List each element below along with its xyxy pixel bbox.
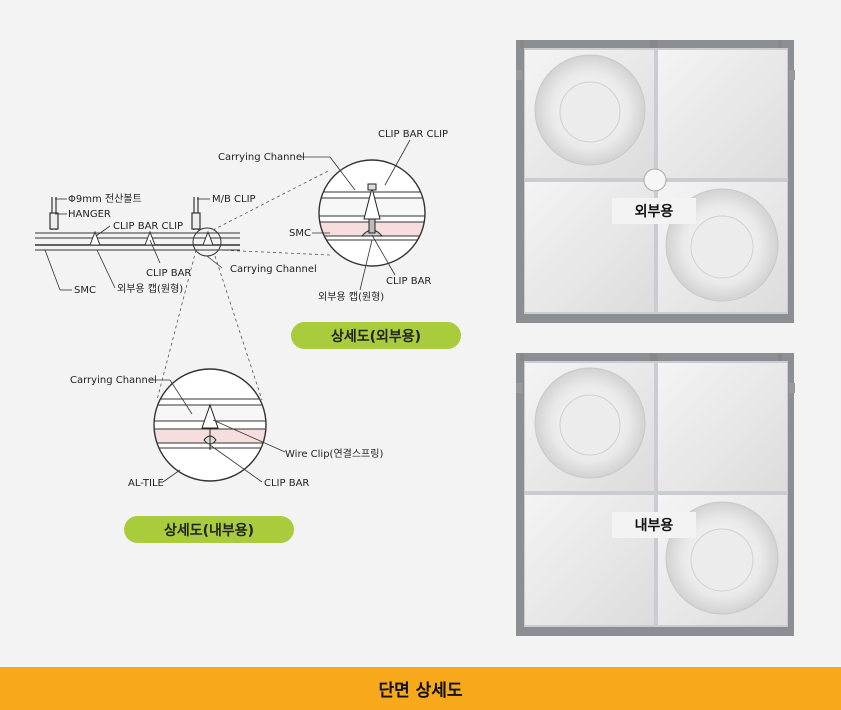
overview-clips xyxy=(89,230,214,246)
label-al-tile: AL-TILE xyxy=(128,478,164,489)
label-mb-clip: M/B CLIP xyxy=(212,194,256,205)
label-detail-outer-clip-bar-clip: CLIP BAR CLIP xyxy=(378,129,448,140)
caption-pill-inner: 상세도(내부용) xyxy=(124,516,294,543)
label-carrying-channel: Carrying Channel xyxy=(230,264,317,275)
footer-title: 단면 상세도 xyxy=(378,681,463,701)
projection-lines xyxy=(156,169,331,401)
label-wire-clip: Wire Clip(연결스프링) xyxy=(285,448,383,460)
photo-inner-label: 내부용 xyxy=(635,518,674,534)
hanger-rods xyxy=(49,197,201,230)
label-rod: Φ9mm 전산볼트 xyxy=(68,193,142,205)
svg-text:상세도(외부용): 상세도(외부용) xyxy=(331,328,421,345)
photo-outer: 외부용 xyxy=(516,40,795,323)
label-detail-outer-smc: SMC xyxy=(289,228,311,239)
detail-inner: Carrying Channel Wire Clip(연결스프링) AL-TIL… xyxy=(70,368,383,543)
label-smc: SMC xyxy=(74,285,96,296)
label-detail-inner-channel: Carrying Channel xyxy=(70,375,157,386)
label-hanger: HANGER xyxy=(68,209,111,220)
label-detail-outer-channel: Carrying Channel xyxy=(218,152,305,163)
photo-inner: 내부용 xyxy=(516,353,795,636)
label-detail-inner-clip-bar: CLIP BAR xyxy=(264,478,309,489)
caption-pill-outer: 상세도(외부용) xyxy=(291,322,461,349)
label-detail-outer-clip-bar: CLIP BAR xyxy=(386,276,431,287)
section-overview: Φ9mm 전산볼트 HANGER CLIP BAR CLIP M/B CLIP … xyxy=(35,193,317,296)
detail-outer: Carrying Channel CLIP BAR CLIP SMC CLIP … xyxy=(218,129,461,349)
drawing-canvas: Φ9mm 전산볼트 HANGER CLIP BAR CLIP M/B CLIP … xyxy=(35,40,795,636)
label-outer-cap: 외부용 캡(원형) xyxy=(117,283,183,295)
photo-outer-label: 외부용 xyxy=(635,203,674,220)
svg-text:상세도(내부용): 상세도(내부용) xyxy=(164,523,254,539)
label-clip-bar-clip: CLIP BAR CLIP xyxy=(113,221,183,232)
label-clip-bar: CLIP BAR xyxy=(146,268,191,279)
label-detail-outer-cap: 외부용 캡(원형) xyxy=(318,291,384,303)
footer-banner: 단면 상세도 xyxy=(0,667,841,710)
